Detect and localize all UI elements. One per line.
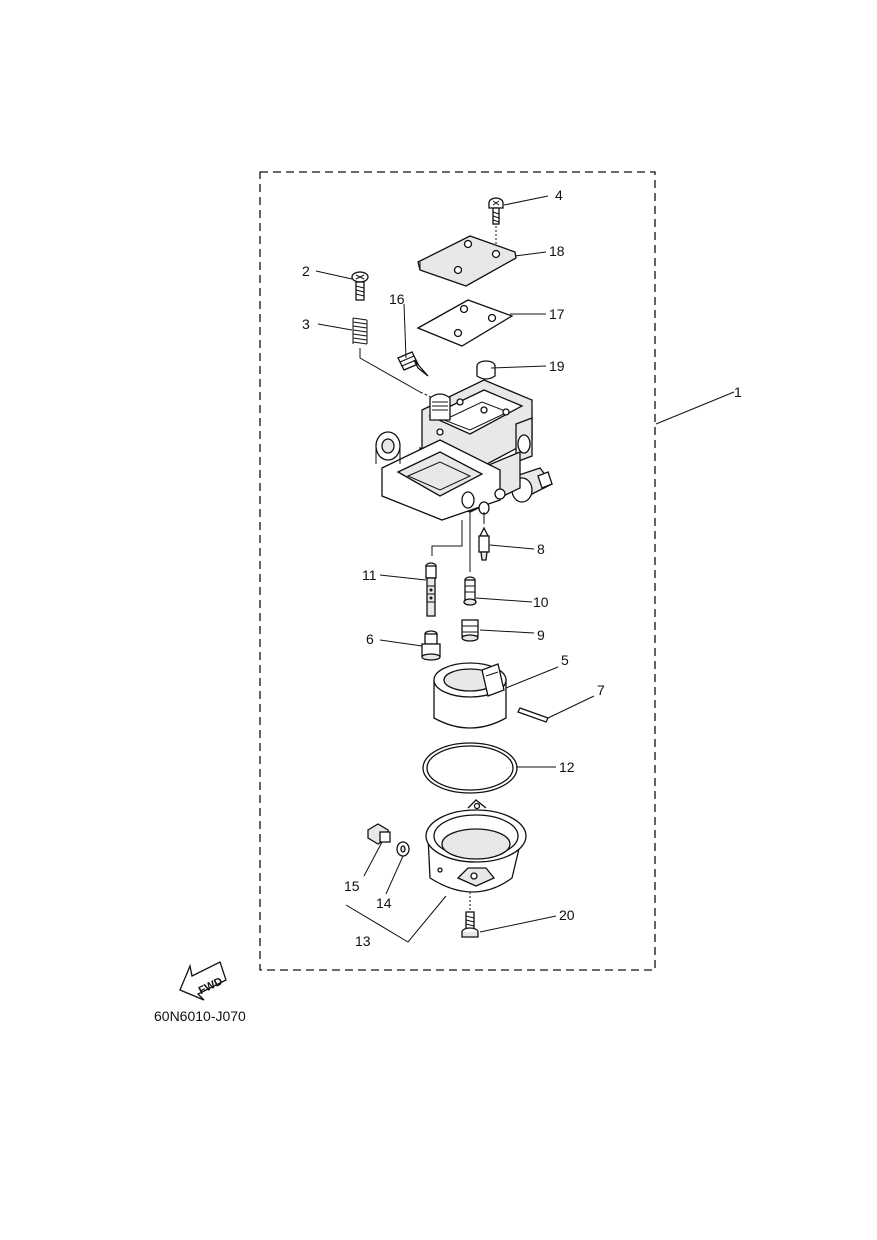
carburetor-body	[375, 379, 553, 521]
part-4-screw	[488, 197, 504, 225]
part-labels: 1 2 3 4 5 6 7 8 9 10 11 12 13 14 15 16 1…	[302, 187, 742, 949]
label-9: 9	[537, 627, 545, 643]
label-18: 18	[549, 243, 565, 259]
label-1: 1	[734, 384, 742, 400]
part-16-pilot-screw	[397, 351, 429, 377]
fwd-arrow-icon: FWD	[179, 961, 227, 1001]
part-19-plug	[476, 360, 496, 380]
label-8: 8	[537, 541, 545, 557]
label-19: 19	[549, 358, 565, 374]
assembly-boundary	[259, 171, 656, 971]
part-9-plug	[461, 619, 479, 642]
label-6: 6	[366, 631, 374, 647]
part-10-pilot-jet	[463, 576, 477, 606]
part-11-main-nozzle	[425, 562, 437, 617]
reference-code: 60N6010-J070	[154, 1008, 246, 1024]
leader-lines	[315, 195, 735, 943]
part-5-float	[433, 662, 507, 729]
label-7: 7	[597, 682, 605, 698]
label-20: 20	[559, 907, 575, 923]
part-15-drain-screw	[367, 823, 391, 845]
label-10: 10	[533, 594, 549, 610]
label-17: 17	[549, 306, 565, 322]
part-3-spring	[352, 317, 368, 345]
label-16: 16	[389, 291, 405, 307]
label-14: 14	[376, 895, 392, 911]
label-12: 12	[559, 759, 575, 775]
part-17-gasket	[416, 299, 514, 347]
part-12-o-ring	[422, 742, 518, 794]
part-7-float-pin	[517, 707, 549, 723]
label-11: 11	[362, 567, 377, 583]
label-3: 3	[302, 316, 310, 332]
part-2-screw	[351, 271, 369, 301]
part-8-needle-valve	[478, 526, 490, 561]
label-5: 5	[561, 652, 569, 668]
label-2: 2	[302, 263, 310, 279]
part-13-float-chamber	[425, 799, 527, 893]
label-13: 13	[355, 933, 371, 949]
part-14-washer	[396, 841, 410, 857]
label-4: 4	[555, 187, 563, 203]
part-20-screw	[461, 892, 479, 938]
part-18-cover-plate	[417, 235, 517, 287]
part-6-main-jet	[421, 630, 441, 661]
label-15: 15	[344, 878, 360, 894]
